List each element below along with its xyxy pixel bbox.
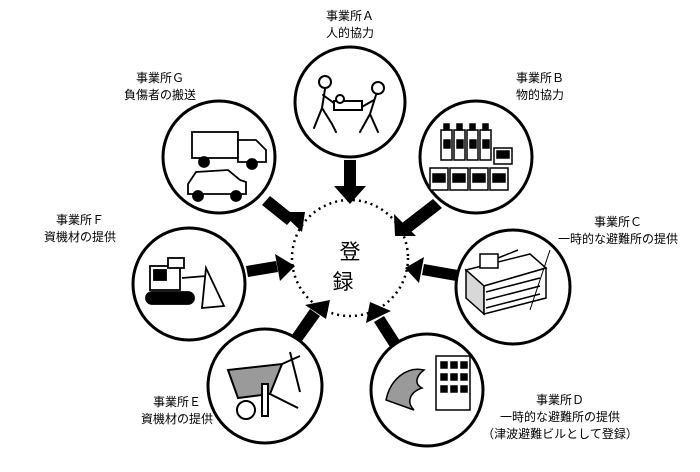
office-f-role: 資機材の提供 — [43, 230, 116, 244]
supplies-bottles-cans-icon — [429, 123, 513, 191]
office-d-label: 事業所Ｄ 一時的な避難所の提供 （津波避難ビルとして登録） — [480, 392, 640, 443]
center-registration-label: 登 録 — [332, 240, 410, 294]
office-c-name: 事業所Ｃ — [593, 215, 642, 229]
office-g-role: 負傷者の搬送 — [123, 88, 196, 102]
office-d-role: 一時的な避難所の提供 — [499, 410, 620, 424]
arrow-e — [292, 300, 330, 341]
office-f-circle — [131, 226, 247, 342]
office-c-role: 一時的な避難所の提供 — [557, 232, 678, 246]
office-c-label: 事業所Ｃ 一時的な避難所の提供 — [548, 214, 688, 248]
bulldozer-icon — [145, 257, 226, 309]
arrow-c — [405, 257, 458, 283]
office-f-name: 事業所Ｆ — [55, 213, 104, 227]
office-e-role: 資機材の提供 — [140, 412, 213, 426]
office-b-name: 事業所Ｂ — [515, 71, 564, 85]
evacuation-building-icon — [464, 249, 551, 316]
office-d-note: （津波避難ビルとして登録） — [482, 427, 638, 441]
people-carrying-stretcher-icon — [313, 75, 385, 133]
office-a-name: 事業所Ａ — [325, 9, 374, 23]
arrow-g — [262, 196, 305, 232]
office-g-name: 事業所Ｇ — [135, 71, 184, 85]
arrow-d — [366, 302, 400, 347]
office-b-label: 事業所Ｂ 物的協力 — [490, 70, 590, 104]
office-b-role: 物的協力 — [515, 88, 564, 102]
office-g-label: 事業所Ｇ 負傷者の搬送 — [100, 70, 220, 104]
office-d-name: 事業所Ｄ — [535, 393, 584, 407]
arrow-b — [394, 199, 442, 236]
tsunami-evacuation-building-icon — [385, 355, 471, 411]
office-e-name: 事業所Ｅ — [152, 395, 201, 409]
office-a-label: 事業所Ａ 人的協力 — [300, 8, 400, 42]
office-e-label: 事業所Ｅ 資機材の提供 — [122, 394, 232, 428]
wheelbarrow-icon — [226, 351, 301, 420]
arrow-a — [334, 160, 366, 204]
center-registration-circle — [290, 198, 410, 318]
office-a-role: 人的協力 — [325, 26, 374, 40]
truck-and-car-icon — [187, 131, 267, 202]
office-f-label: 事業所Ｆ 資機材の提供 — [30, 212, 130, 246]
arrow-f — [246, 254, 295, 281]
